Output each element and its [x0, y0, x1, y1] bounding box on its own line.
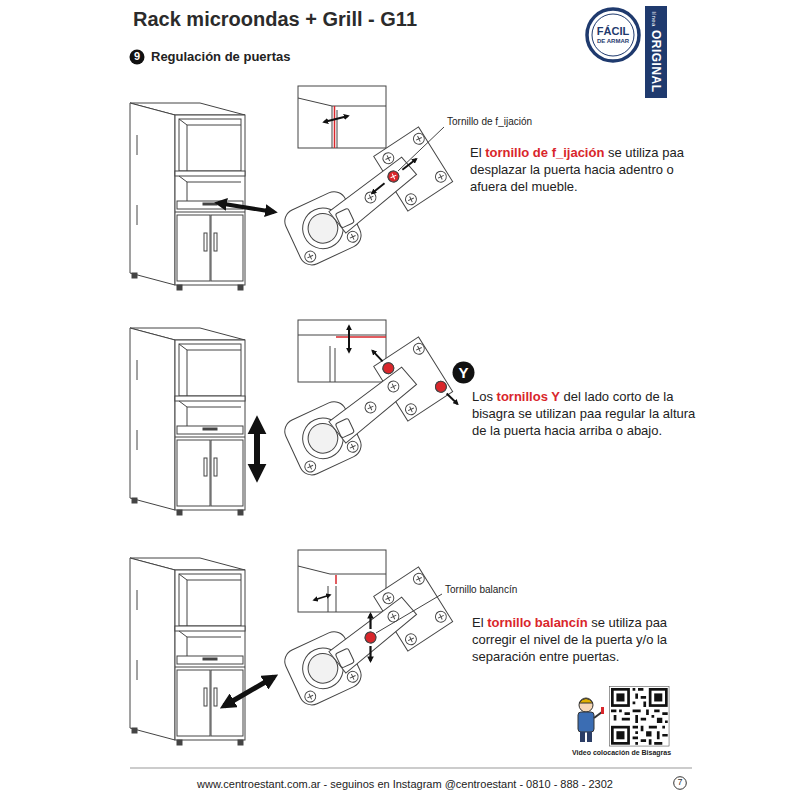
page-title: Rack microondas + Grill - G11: [133, 8, 417, 30]
detail-inset: [298, 550, 386, 612]
label-text: El: [472, 615, 484, 630]
node-text: línea: [651, 11, 657, 27]
highlight-text: tornillo balancín: [487, 615, 587, 630]
label-text: www.centroestant.com.ar - seguinos en In…: [197, 778, 613, 790]
qr-code: [610, 687, 669, 746]
highlight-text: tornillo de f_ijación: [485, 145, 604, 160]
part-name: Tornillo balancín: [445, 583, 517, 596]
hinge-figure: [271, 564, 459, 709]
leader-line: [376, 594, 442, 633]
adjust-arrow: [369, 646, 371, 661]
node-content: Y: [458, 365, 468, 381]
line-band: líneaORIGINAL: [645, 6, 667, 98]
footer-text: www.centroestant.com.ar - seguinos en In…: [145, 777, 665, 791]
label-text: Tornillo balancín: [445, 584, 517, 595]
label-text: Regulación de puertas: [151, 49, 290, 64]
step-number: 9: [129, 49, 145, 65]
label-text: Video colocación de Bisagras: [572, 749, 671, 756]
video-caption: Video colocación de Bisagras: [572, 748, 671, 757]
instruction-text: Eltornillo de f_ijaciónse utiliza paa de…: [470, 145, 710, 196]
node-text: 7: [677, 778, 682, 787]
badge-seal: FÁCILDE ARMAR: [585, 7, 641, 63]
node-content: FÁCILDE ARMAR: [597, 26, 629, 44]
title-block: Rack microondas + Grill - G11: [133, 8, 417, 31]
instruction-text: Eltornillo balancínse utiliza paa correg…: [472, 615, 708, 666]
node-text: ORIGINAL: [650, 30, 663, 93]
highlight-text: tornillos Y: [497, 389, 560, 404]
label-text: El: [470, 145, 482, 160]
cabinet-figure: [130, 103, 274, 290]
label-text: Los: [472, 389, 493, 404]
step-heading: Regulación de puertas: [151, 49, 290, 66]
hinge-figure: [269, 327, 460, 479]
node-text: FÁCIL: [597, 26, 629, 38]
part-name: Tornillo de f_ijación: [447, 115, 532, 128]
detail-inset: [298, 86, 386, 148]
callout-letter: Y: [452, 361, 475, 384]
leader-line: [398, 127, 444, 171]
node-text: DE ARMAR: [597, 38, 629, 44]
label-text: Tornillo de f_ijación: [447, 116, 532, 127]
footer-rule: [130, 768, 692, 769]
node-text: Y: [458, 365, 468, 381]
node-text: 9: [134, 51, 140, 63]
detail-inset: [298, 320, 386, 382]
node-content: 7: [677, 778, 682, 787]
node-content: líneaORIGINAL: [650, 11, 663, 92]
cabinet-figure: [130, 558, 274, 745]
node-content: 9: [134, 51, 140, 63]
adjust-arrow: [369, 614, 371, 629]
hinge-figure: [271, 124, 459, 269]
page-number: 7: [673, 776, 687, 790]
worker-icon: [578, 698, 604, 742]
cabinet-figure: [130, 328, 257, 515]
instruction-text: Lostornillos Ydel lado corto de la bisag…: [472, 389, 708, 440]
